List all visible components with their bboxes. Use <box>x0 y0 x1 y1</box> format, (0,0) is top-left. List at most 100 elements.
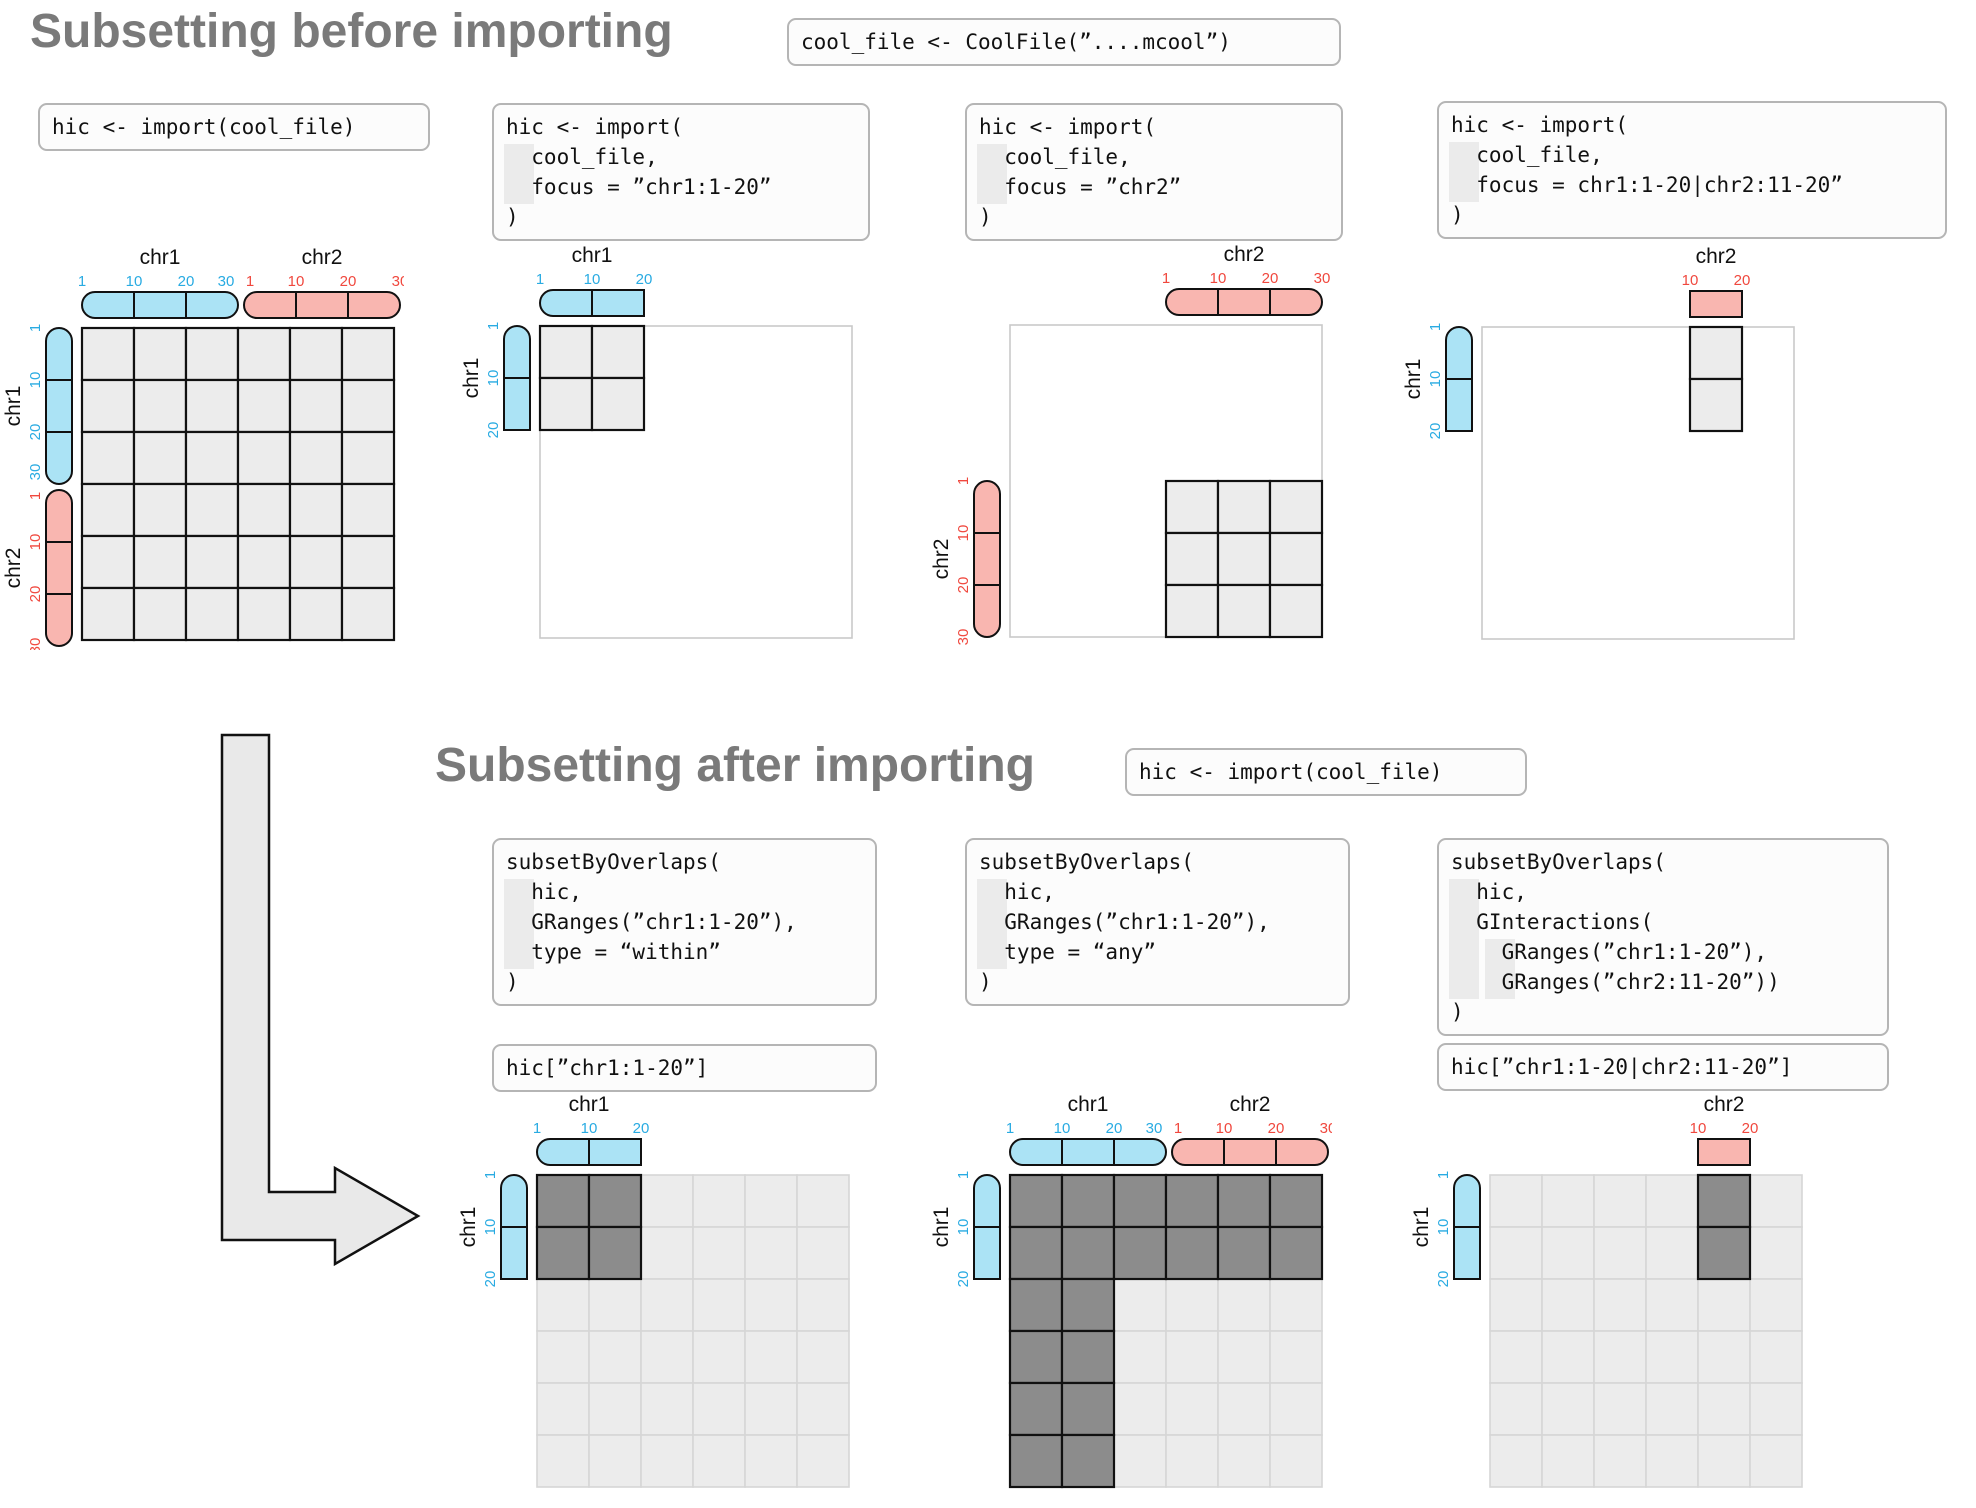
axis-tick: 20 <box>27 586 44 603</box>
code-import-after: hic <- import(cool_file) <box>1125 748 1527 796</box>
code-subset-within: subsetByOverlaps( hic, GRanges(”chr1:1-2… <box>492 838 877 1006</box>
axis-tick: 1 <box>536 271 544 288</box>
code-text: hic[”chr1:1-20|chr2:11-20”] <box>1451 1055 1793 1079</box>
grid-cell <box>796 1382 850 1436</box>
matrix-cell <box>80 378 136 434</box>
grid-cell <box>1113 1434 1167 1488</box>
matrix-cell <box>538 376 594 432</box>
axis-tick: 20 <box>482 1271 499 1288</box>
axis-tick: 10 <box>288 273 305 290</box>
grid-cell <box>588 1330 642 1384</box>
axis-tick: 20 <box>1742 1120 1759 1137</box>
code-text: hic <- import( cool_file, focus = chr1:1… <box>1451 113 1843 227</box>
selected-cell <box>1008 1225 1064 1281</box>
grid-cell <box>1645 1226 1699 1280</box>
axis-tick: 10 <box>1690 1120 1707 1137</box>
grid-cell <box>1749 1330 1803 1384</box>
matrix-svg: 1102030chr11102030chr21102030chr11102030… <box>2 246 408 654</box>
selected-cell <box>1164 1173 1220 1229</box>
matrix-cell <box>340 326 396 382</box>
axis-tick: 30 <box>27 464 44 481</box>
indent-highlight-bar <box>977 879 1007 969</box>
chrom-label-chr2: chr2 <box>1224 245 1265 266</box>
axis-tick: 1 <box>955 1171 972 1179</box>
chrom-label-chr2: chr2 <box>302 248 343 269</box>
axis-tick: 20 <box>1435 1271 1452 1288</box>
grid-cell <box>1593 1226 1647 1280</box>
matrix-cell <box>590 324 646 380</box>
grid-cell <box>640 1330 694 1384</box>
grid-cell <box>1645 1174 1699 1228</box>
axis-tick: 10 <box>1054 1120 1071 1137</box>
matrix-cell <box>236 430 292 486</box>
matrix-cell <box>236 378 292 434</box>
matrix-cell <box>1164 479 1220 535</box>
grid-cell <box>1165 1434 1219 1488</box>
axis-tick: 20 <box>955 1271 972 1288</box>
matrix-cell <box>538 324 594 380</box>
grid-cell <box>640 1382 694 1436</box>
grid-cell <box>1489 1434 1543 1488</box>
chrom-label-chr1: chr1 <box>569 1095 610 1116</box>
grid-cell <box>1269 1278 1323 1332</box>
grid-cell <box>1749 1226 1803 1280</box>
matrix-cell <box>236 586 292 642</box>
grid-cell <box>1749 1434 1803 1488</box>
grid-cell <box>1749 1382 1803 1436</box>
grid-cell <box>692 1278 746 1332</box>
matrix-cell <box>132 482 188 538</box>
matrix-cell <box>132 326 188 382</box>
grid-cell <box>1269 1434 1323 1488</box>
chr2-track-top <box>242 291 402 319</box>
matrix-cell <box>288 378 344 434</box>
axis-tick: 30 <box>27 638 44 650</box>
matrix-cell <box>80 534 136 590</box>
chrom-label-chr2: chr2 <box>1696 247 1737 268</box>
grid-cell <box>1697 1278 1751 1332</box>
axis-tick: 10 <box>126 273 143 290</box>
axis-tick: 10 <box>1682 272 1699 289</box>
axis-tick: 20 <box>1268 1120 1285 1137</box>
grid-cell <box>1217 1382 1271 1436</box>
matrix-extent-outline <box>1481 326 1795 640</box>
matrix-cell <box>288 326 344 382</box>
title-subsetting-after: Subsetting after importing <box>435 739 1035 792</box>
grid-cell <box>1645 1278 1699 1332</box>
axis-tick: 1 <box>27 324 44 332</box>
indent-highlight-bar <box>1449 142 1479 202</box>
chrom-label-chr1: chr1 <box>1068 1095 1109 1116</box>
chrom-label-chr1: chr1 <box>140 248 181 269</box>
selected-cell <box>1008 1433 1064 1489</box>
grid-cell <box>1645 1382 1699 1436</box>
axis-tick: 10 <box>27 534 44 551</box>
matrix-cell <box>236 534 292 590</box>
grid-cell <box>1165 1278 1219 1332</box>
grid-cell <box>1269 1330 1323 1384</box>
grid-cell <box>1541 1382 1595 1436</box>
selected-cell <box>535 1173 591 1229</box>
grid-cell <box>796 1226 850 1280</box>
chrom-label-chr2: chr2 <box>2 548 25 589</box>
axis-tick: 30 <box>392 273 404 290</box>
grid-cell <box>1697 1434 1751 1488</box>
grid-cell <box>1165 1330 1219 1384</box>
grid-cell <box>536 1434 590 1488</box>
matrix-cell <box>80 430 136 486</box>
selected-cell <box>1112 1225 1168 1281</box>
code-text: cool_file <- CoolFile(”....mcool”) <box>801 30 1231 54</box>
grid-cell <box>1697 1382 1751 1436</box>
selected-cell <box>1008 1277 1064 1333</box>
selected-cell <box>1060 1329 1116 1385</box>
grid-cell <box>1489 1226 1543 1280</box>
axis-tick: 30 <box>1320 1120 1332 1137</box>
grid-cell <box>536 1382 590 1436</box>
matrix-cell <box>236 482 292 538</box>
code-text: subsetByOverlaps( hic, GRanges(”chr1:1-2… <box>506 850 797 994</box>
code-text: hic <- import(cool_file) <box>52 115 356 139</box>
grid-cell <box>588 1382 642 1436</box>
axis-tick: 1 <box>533 1120 541 1137</box>
grid-cell <box>640 1434 694 1488</box>
